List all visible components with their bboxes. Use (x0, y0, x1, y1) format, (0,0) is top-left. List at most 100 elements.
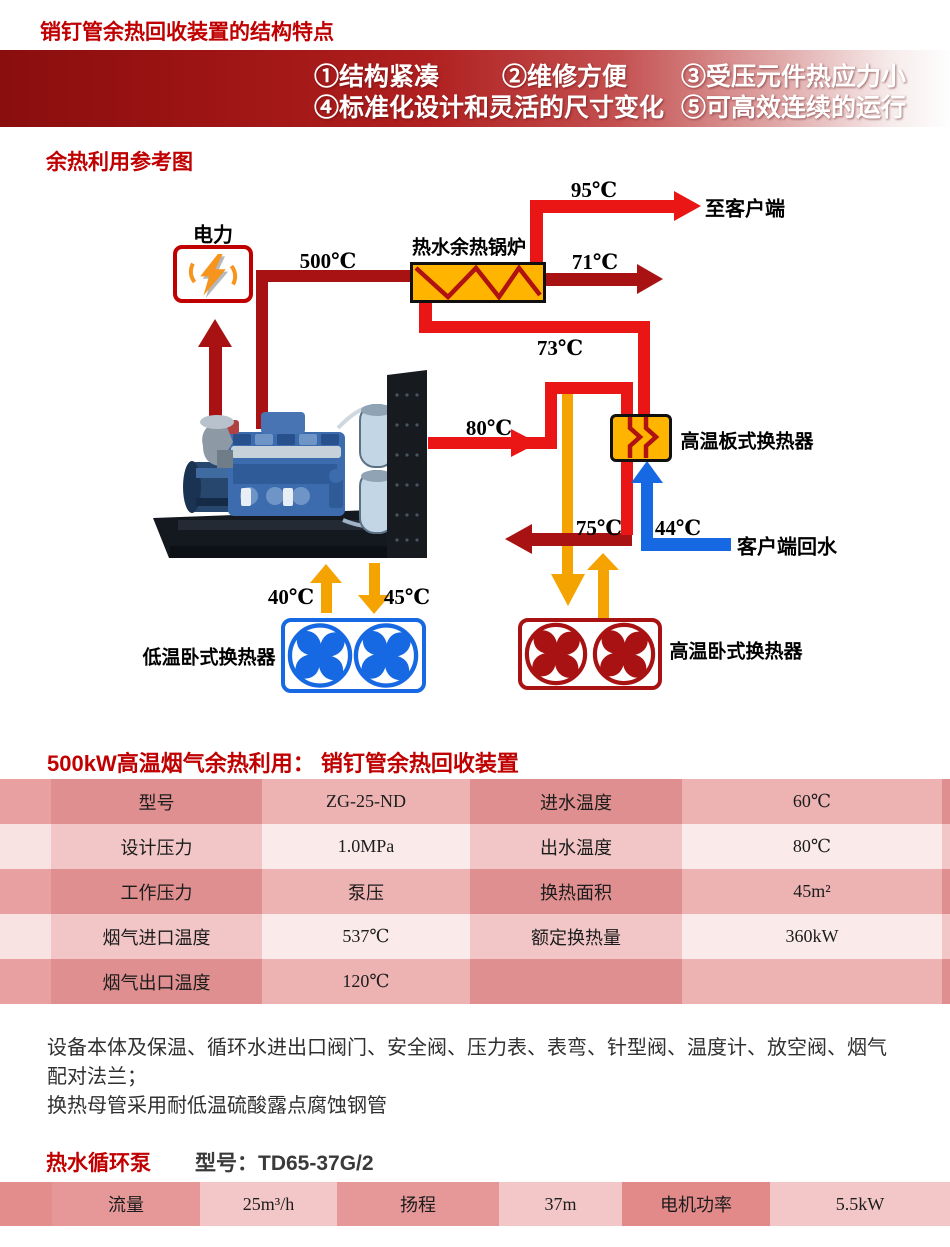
label-return-water: 客户端回水 (737, 536, 837, 559)
air-up-arrow-shaft (598, 569, 609, 618)
feature-banner: ①结构紧凑 ②维修方便 ③受压元件热应力小 ④标准化设计和灵活的尺寸变化 ⑤可高… (0, 50, 950, 127)
cell-value: 360kW (682, 914, 942, 959)
page-title: 销钉管余热回收装置的结构特点 (40, 21, 334, 44)
lightning-icon (188, 254, 238, 298)
temp-45: 45℃ (383, 585, 431, 609)
cell-value: 5.5kW (770, 1182, 950, 1226)
temp-95: 95℃ (570, 178, 618, 202)
notes-line-2: 配对法兰； (47, 1066, 147, 1088)
label-low-hx: 低温卧式换热器 (142, 647, 276, 669)
temp-75: 75℃ (575, 516, 623, 540)
label-to-customer: 至客户端 (705, 198, 785, 221)
cell-value: 45m² (682, 869, 942, 914)
spec-title: 500kW高温烟气余热利用： 销钉管余热回收装置 (47, 751, 519, 776)
table-row: 型号 ZG-25-ND 进水温度 60℃ (0, 779, 950, 824)
pipe-95-horizontal (530, 200, 675, 213)
heat-recovery-diagram: 电力 热水余热锅炉 500℃ 95℃ 至客户端 71℃ 73℃ 80℃ 高温板式… (142, 178, 837, 693)
cell-label: 型号 (51, 779, 262, 824)
cell-value: 1.0MPa (262, 824, 470, 869)
pipe-80-vertical (545, 382, 557, 449)
notes-paragraph: 设备本体及保温、循环水进出口阀门、安全阀、压力表、表弯、针型阀、温度计、放空阀、… (47, 1034, 927, 1121)
cell-label: 设计压力 (51, 824, 262, 869)
cell-label: 电机功率 (622, 1182, 770, 1226)
electricity-box (173, 245, 253, 303)
label-boiler: 热水余热锅炉 (411, 237, 527, 259)
temp-80: 80℃ (465, 416, 513, 440)
diagram-title: 余热利用参考图 (46, 151, 193, 174)
hot-air-arrow-head (551, 574, 585, 606)
air40-arrow-shaft (321, 582, 332, 613)
pipe-75 (531, 533, 632, 546)
table-row: 烟气进口温度 537℃ 额定换热量 360kW (0, 914, 950, 959)
feature-4: ④标准化设计和灵活的尺寸变化 (314, 94, 665, 122)
pipe-73-horizontal (419, 321, 650, 333)
return-water-vertical (641, 482, 653, 551)
cell-label: 烟气进口温度 (51, 914, 262, 959)
pipe-71 (546, 273, 638, 286)
table-row: 烟气出口温度 120℃ (0, 959, 950, 1004)
boiler-box (410, 262, 546, 303)
arrow-75-head (505, 524, 532, 554)
cell-label (470, 959, 682, 1004)
exhaust-pipe-vertical (256, 276, 268, 429)
cell-label: 烟气出口温度 (51, 959, 262, 1004)
temp-40: 40℃ (267, 585, 315, 609)
label-high-hx: 高温卧式换热器 (669, 641, 803, 663)
temp-500: 500℃ (299, 249, 357, 273)
cell-value (682, 959, 942, 1004)
generator-image (153, 370, 427, 558)
fan-icons-red (524, 622, 656, 686)
cell-value: 37m (499, 1182, 622, 1226)
cell-value: 泵压 (262, 869, 470, 914)
feature-2: ②维修方便 (502, 63, 628, 91)
temp-73: 73℃ (536, 336, 584, 360)
table-row: 设计压力 1.0MPa 出水温度 80℃ (0, 824, 950, 869)
exhaust-pipe-horizontal (256, 270, 410, 282)
pipe-95-vertical (530, 202, 543, 262)
low-temp-hx-box (281, 618, 426, 693)
notes-line-1: 设备本体及保温、循环水进出口阀门、安全阀、压力表、表弯、针型阀、温度计、放空阀、… (47, 1037, 887, 1059)
arrow-71-head (637, 264, 663, 294)
fan-icons-blue (287, 623, 419, 688)
boiler-coil-icon (414, 265, 542, 300)
plate-hx-box (610, 414, 672, 462)
plate-hx-icon (627, 417, 660, 458)
feature-1: ①结构紧凑 (314, 63, 440, 91)
temp-44: 44℃ (654, 516, 702, 540)
arrow-95-head (674, 191, 701, 221)
cell-value: 537℃ (262, 914, 470, 959)
electricity-arrow-head (198, 319, 232, 347)
cell-label: 换热面积 (470, 869, 682, 914)
air45-arrow-shaft (369, 563, 380, 596)
hot-air-line (562, 394, 573, 574)
temp-71: 71℃ (571, 250, 619, 274)
electricity-arrow-shaft (209, 345, 222, 431)
cell-label: 流量 (52, 1182, 200, 1226)
table-row: 工作压力 泵压 换热面积 45m² (0, 869, 950, 914)
return-water-horizontal (647, 538, 731, 551)
cell-label: 扬程 (337, 1182, 499, 1226)
cell-label: 额定换热量 (470, 914, 682, 959)
cell-value: 120℃ (262, 959, 470, 1004)
return-water-arrow-head (631, 461, 663, 483)
air45-arrow-head (358, 595, 390, 614)
pipe-73-v2 (638, 333, 650, 415)
label-plate-hx: 高温板式换热器 (680, 431, 814, 453)
cell-value: 80℃ (682, 824, 942, 869)
cell-value: 60℃ (682, 779, 942, 824)
cell-value: 25m³/h (200, 1182, 337, 1226)
cell-value: ZG-25-ND (262, 779, 470, 824)
notes-line-3: 换热母管采用耐低温硫酸露点腐蚀钢管 (47, 1095, 387, 1117)
air40-arrow-head (310, 564, 342, 583)
cell-label: 进水温度 (470, 779, 682, 824)
pump-title: 热水循环泵 (46, 1152, 151, 1175)
label-power: 电力 (193, 224, 233, 247)
hx-bottom-stub (621, 460, 633, 535)
arrow-80-head (511, 429, 538, 457)
high-temp-hx-box (518, 618, 662, 690)
feature-3: ③受压元件热应力小 (681, 63, 907, 91)
pipe-80-down-stub (621, 392, 633, 416)
cell-label: 工作压力 (51, 869, 262, 914)
air-up-arrow-head (587, 553, 619, 570)
